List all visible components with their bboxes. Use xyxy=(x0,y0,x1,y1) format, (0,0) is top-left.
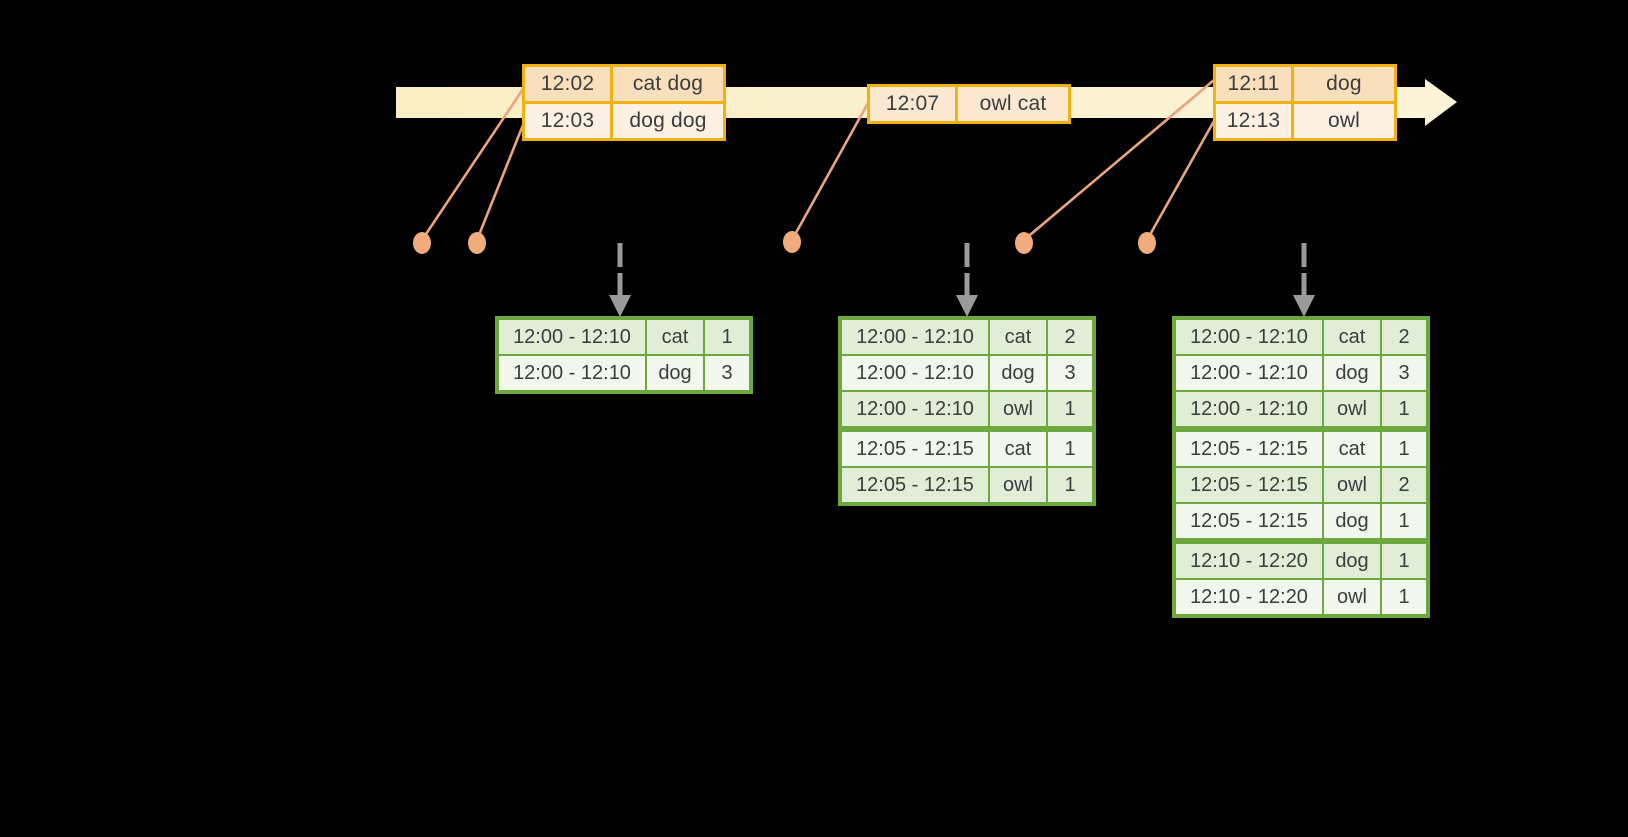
event-dot xyxy=(1138,232,1156,254)
event-dot xyxy=(468,232,486,254)
event-connector-line xyxy=(1145,120,1216,241)
count-cell: 2 xyxy=(1048,320,1092,354)
arrow-down-icon xyxy=(956,295,978,317)
timeline-arrowhead-icon xyxy=(1425,79,1457,126)
count-cell: 3 xyxy=(1048,356,1092,390)
event-dots xyxy=(413,231,1156,254)
count-cell: 3 xyxy=(1382,356,1426,390)
event-connector-line xyxy=(420,88,525,241)
word-cell: cat xyxy=(647,320,703,354)
event-table-1: 12:02 cat dog 12:03 dog dog xyxy=(522,64,726,141)
word-cell: cat xyxy=(990,432,1046,466)
event-words: dog xyxy=(1294,67,1394,101)
event-connector-line xyxy=(790,102,870,241)
window-cell: 12:00 - 12:10 xyxy=(1176,392,1322,426)
trigger-arrows xyxy=(617,243,1307,296)
window-group-separator xyxy=(1176,428,1426,430)
event-dot xyxy=(413,232,431,254)
window-cell: 12:00 - 12:10 xyxy=(1176,320,1322,354)
arrow-down-icon xyxy=(609,295,631,317)
window-cell: 12:00 - 12:10 xyxy=(842,356,988,390)
word-cell: owl xyxy=(990,392,1046,426)
event-dot xyxy=(783,231,801,253)
window-cell: 12:00 - 12:10 xyxy=(499,320,645,354)
window-cell: 12:05 - 12:15 xyxy=(1176,504,1322,538)
window-cell: 12:05 - 12:15 xyxy=(842,468,988,502)
window-cell: 12:10 - 12:20 xyxy=(1176,580,1322,614)
word-cell: dog xyxy=(647,356,703,390)
event-time: 12:07 xyxy=(870,87,955,121)
word-cell: cat xyxy=(1324,320,1380,354)
result-table-2: 12:00 - 12:10 cat 2 12:00 - 12:10 dog 3 … xyxy=(838,316,1096,506)
event-connector-line xyxy=(475,124,525,241)
event-words: dog dog xyxy=(613,104,723,138)
word-cell: owl xyxy=(990,468,1046,502)
window-cell: 12:00 - 12:10 xyxy=(842,392,988,426)
count-cell: 1 xyxy=(705,320,749,354)
count-cell: 1 xyxy=(1048,392,1092,426)
word-cell: dog xyxy=(1324,544,1380,578)
event-time: 12:03 xyxy=(525,104,610,138)
word-cell: owl xyxy=(1324,392,1380,426)
result-table-3: 12:00 - 12:10 cat 2 12:00 - 12:10 dog 3 … xyxy=(1172,316,1430,618)
window-cell: 12:00 - 12:10 xyxy=(1176,356,1322,390)
window-cell: 12:10 - 12:20 xyxy=(1176,544,1322,578)
window-cell: 12:05 - 12:15 xyxy=(1176,432,1322,466)
result-table-1: 12:00 - 12:10 cat 1 12:00 - 12:10 dog 3 xyxy=(495,316,753,394)
count-cell: 1 xyxy=(1382,544,1426,578)
event-connectors xyxy=(420,79,1216,241)
count-cell: 1 xyxy=(1382,504,1426,538)
count-cell: 1 xyxy=(1048,432,1092,466)
event-words: owl xyxy=(1294,104,1394,138)
word-cell: dog xyxy=(1324,356,1380,390)
event-table-2: 12:07 owl cat xyxy=(867,84,1071,124)
window-group-separator xyxy=(842,428,1092,430)
window-group-separator xyxy=(1176,540,1426,542)
count-cell: 1 xyxy=(1048,468,1092,502)
event-words: owl cat xyxy=(958,87,1068,121)
event-time: 12:02 xyxy=(525,67,610,101)
word-cell: cat xyxy=(1324,432,1380,466)
count-cell: 1 xyxy=(1382,392,1426,426)
window-cell: 12:00 - 12:10 xyxy=(499,356,645,390)
event-time: 12:11 xyxy=(1216,67,1291,101)
event-table-3: 12:11 dog 12:13 owl xyxy=(1213,64,1397,141)
word-cell: dog xyxy=(1324,504,1380,538)
arrow-down-icon xyxy=(1293,295,1315,317)
word-cell: owl xyxy=(1324,468,1380,502)
count-cell: 3 xyxy=(705,356,749,390)
word-cell: owl xyxy=(1324,580,1380,614)
window-cell: 12:05 - 12:15 xyxy=(1176,468,1322,502)
word-cell: dog xyxy=(990,356,1046,390)
window-cell: 12:00 - 12:10 xyxy=(842,320,988,354)
count-cell: 2 xyxy=(1382,468,1426,502)
word-cell: cat xyxy=(990,320,1046,354)
count-cell: 2 xyxy=(1382,320,1426,354)
event-dot xyxy=(1015,232,1033,254)
event-words: cat dog xyxy=(613,67,723,101)
count-cell: 1 xyxy=(1382,580,1426,614)
event-connector-line xyxy=(1023,79,1215,241)
event-time: 12:13 xyxy=(1216,104,1291,138)
window-cell: 12:05 - 12:15 xyxy=(842,432,988,466)
count-cell: 1 xyxy=(1382,432,1426,466)
trigger-arrowheads xyxy=(609,295,1315,317)
